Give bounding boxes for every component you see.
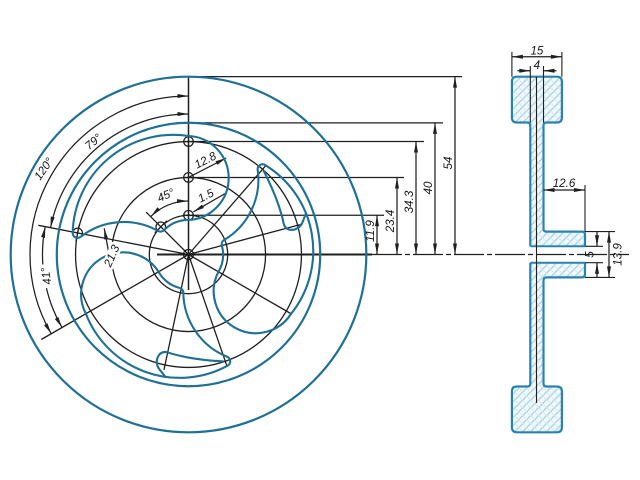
- svg-text:12.6: 12.6: [553, 177, 576, 190]
- svg-text:15: 15: [530, 45, 543, 58]
- svg-text:4: 4: [534, 59, 541, 72]
- svg-text:13.9: 13.9: [612, 243, 625, 266]
- svg-text:23.4: 23.4: [384, 209, 397, 233]
- svg-text:34.3: 34.3: [403, 190, 416, 213]
- svg-text:41°: 41°: [39, 266, 55, 286]
- svg-text:40: 40: [422, 181, 435, 194]
- svg-text:11.9: 11.9: [364, 220, 377, 242]
- svg-text:54: 54: [442, 156, 455, 169]
- svg-text:5: 5: [584, 251, 597, 258]
